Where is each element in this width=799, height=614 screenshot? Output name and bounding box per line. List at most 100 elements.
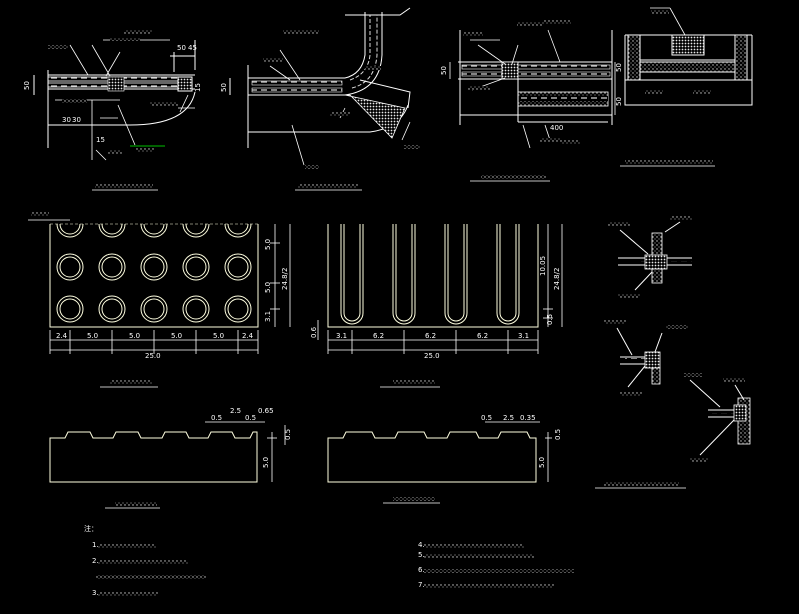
guide-bar <box>392 224 416 325</box>
truncated-dome <box>182 223 210 238</box>
dim-label: 5.0 <box>264 282 272 293</box>
truncated-dome <box>101 298 123 320</box>
note-line: 7. <box>418 581 425 589</box>
truncated-dome <box>227 298 249 320</box>
dim-label: 50 <box>177 44 186 52</box>
truncated-dome <box>101 256 123 278</box>
dot-section-caption <box>115 502 157 506</box>
truncated-dome <box>140 295 168 323</box>
notes-block: 注： 1. 2. 3. 4. 5. 6. 7. <box>84 524 425 597</box>
dim-label: 50 <box>615 63 623 72</box>
truncated-dome <box>143 223 165 235</box>
dim-label: 15 <box>96 136 105 144</box>
dim-label: 5.0 <box>264 239 272 250</box>
dim-label: 2.5 <box>503 414 514 422</box>
dim-total: 24.8/2 <box>281 268 289 290</box>
notes-heading: 注： <box>84 524 98 533</box>
dim-label: 0.5 <box>284 429 292 440</box>
dim-label: 30 <box>72 116 81 124</box>
bar-tile-section <box>327 421 552 483</box>
dim-label: 0.6 <box>310 326 318 338</box>
junction-details <box>595 216 751 489</box>
panel-straight-corner <box>33 30 196 191</box>
truncated-dome <box>143 256 165 278</box>
dim-label: 400 <box>550 124 563 132</box>
panel-block-section <box>620 7 753 167</box>
bar-tile-section-dims: 0.5 2.5 0.35 5.0 0.5 <box>481 414 562 468</box>
dim-label: 45 <box>188 44 197 52</box>
dim-label: 3.1 <box>518 332 529 340</box>
truncated-dome <box>227 223 249 235</box>
dim-label: 0.5 <box>211 414 222 422</box>
note-line: 5. <box>418 551 425 559</box>
dim-label: 0.5 <box>554 429 562 440</box>
panel-curved-corner <box>229 7 420 191</box>
truncated-dome <box>224 253 252 281</box>
dim-label: 5.0 <box>262 457 270 468</box>
truncated-dome <box>227 256 249 278</box>
dim-label: 2.4 <box>242 332 254 340</box>
dim-label: 30 <box>62 116 71 124</box>
guide-bar <box>340 224 364 325</box>
dim-label: 6.2 <box>425 332 436 340</box>
dim-label: 2.5 <box>230 407 241 415</box>
bar-plan-caption <box>393 380 435 384</box>
dim-label: 5.0 <box>213 332 224 340</box>
truncated-dome <box>56 253 84 281</box>
panel-junction-section-dims: 50 400 50 50 <box>440 63 623 132</box>
dim-total: 24.8/2 <box>553 268 561 290</box>
truncated-dome <box>224 295 252 323</box>
guide-bar <box>447 224 465 322</box>
panel-junction-section <box>449 20 616 182</box>
dim-label: 6.2 <box>477 332 488 340</box>
guide-bar <box>496 224 520 325</box>
guide-bar <box>395 224 413 322</box>
dot-tile-plan-labels: 2.4 5.0 5.0 5.0 5.0 2.4 25.0 5.0 5.0 3.1… <box>56 239 289 360</box>
bar-tile-plan <box>317 224 563 354</box>
panel-curved-corner-dims: 50 <box>220 83 228 92</box>
dim-label: 5.0 <box>171 332 182 340</box>
dot-tile-section <box>49 421 286 483</box>
dim-label: 5.0 <box>87 332 98 340</box>
dim-label: 2.4 <box>56 332 68 340</box>
dim-total: 25.0 <box>145 352 161 360</box>
dim-label: 0.35 <box>520 414 536 422</box>
truncated-dome <box>59 256 81 278</box>
dim-label: 50 <box>440 66 448 75</box>
truncated-dome <box>185 223 207 235</box>
note-line: 3. <box>92 589 99 597</box>
truncated-dome <box>185 256 207 278</box>
note-line: 1. <box>92 541 99 549</box>
truncated-dome <box>182 253 210 281</box>
truncated-dome <box>98 295 126 323</box>
truncated-dome <box>182 295 210 323</box>
truncated-dome <box>56 223 84 238</box>
notes-text-strokes <box>96 544 574 596</box>
dim-total: 25.0 <box>424 352 440 360</box>
dot-plan-caption <box>110 380 152 384</box>
dot-tile-section-dims: 0.5 2.5 0.5 0.65 5.0 0.5 <box>211 407 292 468</box>
dim-label: 0.65 <box>258 407 274 415</box>
note-line: 2. <box>92 557 99 565</box>
guide-bar <box>444 224 468 325</box>
truncated-dome <box>98 253 126 281</box>
bar-section-caption <box>393 497 435 501</box>
panel-straight-corner-dims: 50 45 50 30 30 15 15 <box>23 44 202 144</box>
dot-tile-plan <box>28 212 291 354</box>
truncated-dome <box>98 223 126 238</box>
truncated-dome <box>59 223 81 235</box>
dim-label: 50 <box>220 83 228 92</box>
note-line: 4. <box>418 541 425 549</box>
truncated-dome <box>101 223 123 235</box>
truncated-dome <box>140 223 168 238</box>
note-line: 6. <box>418 566 425 574</box>
bar-tile-plan-labels: 3.1 6.2 6.2 6.2 3.1 25.0 10.05 0.5 24.8/… <box>310 256 561 360</box>
truncated-dome <box>59 298 81 320</box>
truncated-dome <box>143 298 165 320</box>
dim-label: 0.5 <box>546 314 554 325</box>
dim-label: 6.2 <box>373 332 384 340</box>
truncated-dome <box>56 295 84 323</box>
dim-label: 3.1 <box>336 332 347 340</box>
